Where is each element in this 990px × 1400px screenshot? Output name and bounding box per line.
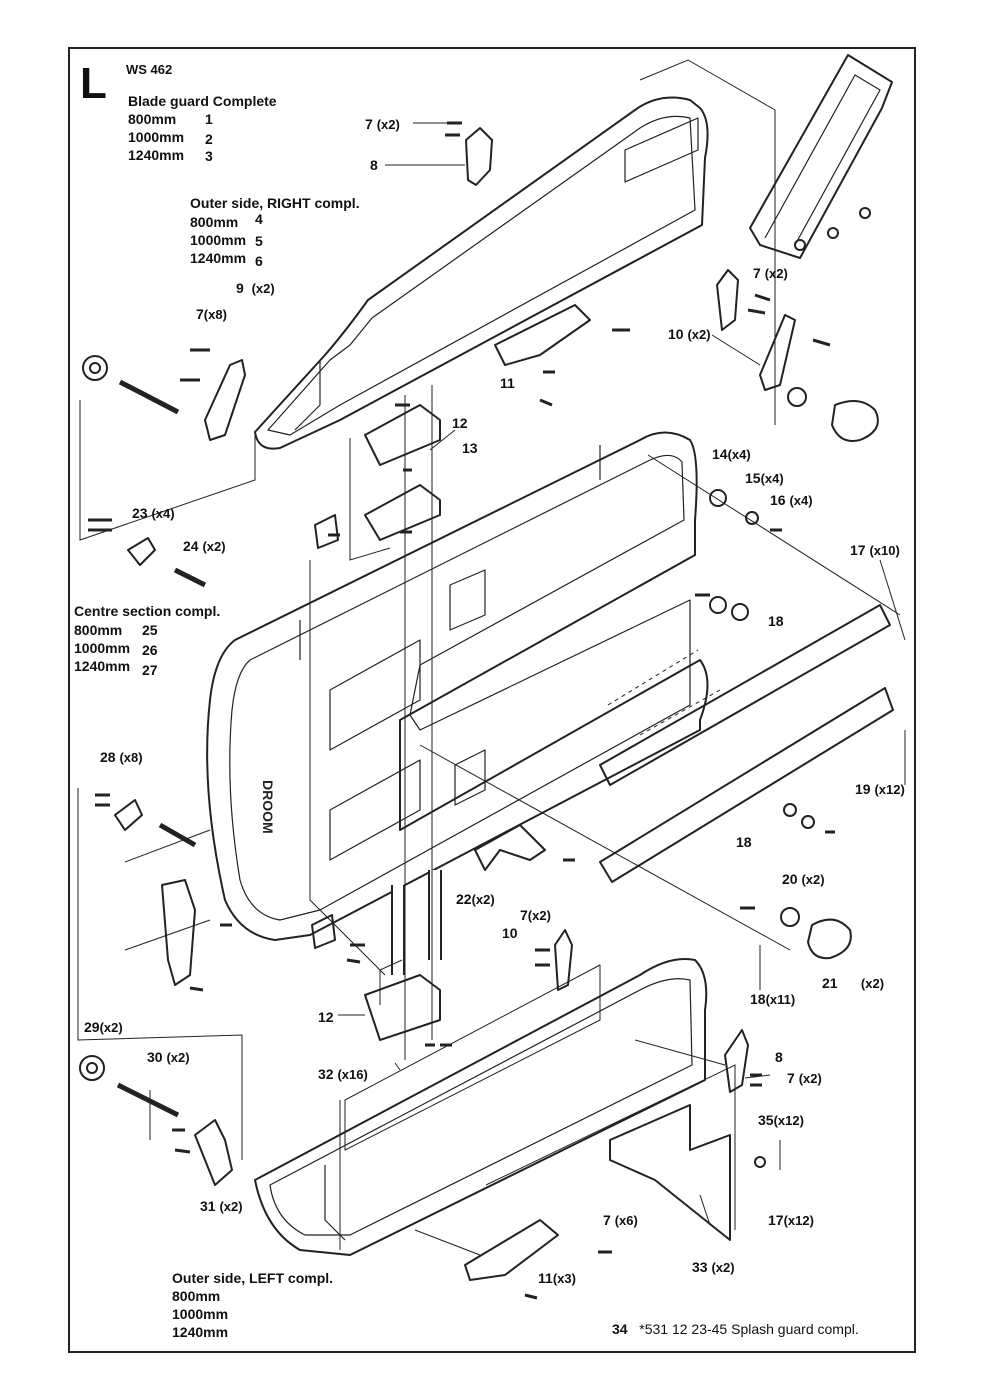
blade-guard-num-1240: 3 <box>205 148 213 164</box>
callout-18-upper: 18 <box>768 613 784 629</box>
blade-guard-size-1000: 1000mm <box>128 129 185 145</box>
callout-20: 20 (x2) <box>782 871 825 887</box>
handle-11-upper <box>494 304 591 366</box>
callout-8-top: 8 <box>370 157 378 173</box>
callout-30: 30 (x2) <box>147 1049 190 1065</box>
flange-23 <box>127 537 156 566</box>
callout-31: 31 (x2) <box>200 1198 243 1214</box>
callout-10-x2: 10 (x2) <box>668 326 711 342</box>
outer-right-title: Outer side, RIGHT compl. <box>190 195 360 211</box>
callout-12-lower: 12 <box>318 1009 334 1025</box>
callout-13: 13 <box>462 440 478 456</box>
callout-23: 23 (x4) <box>132 505 175 521</box>
callout-11: 11 <box>500 375 515 391</box>
outer-right-size-1000: 1000mm <box>190 232 247 248</box>
outer-left-title: Outer side, LEFT compl. <box>172 1270 334 1286</box>
centre-num-800: 25 <box>142 622 158 638</box>
callout-7-x8: 7(x8) <box>196 306 227 322</box>
outer-left-size-800: 800mm <box>172 1288 221 1304</box>
callout-35: 35(x12) <box>758 1112 804 1128</box>
clamp-mid <box>474 824 546 871</box>
bracket-31 <box>194 1119 233 1186</box>
page-letter: L <box>80 59 107 108</box>
centre-num-1240: 27 <box>142 662 158 678</box>
clamp-13 <box>364 484 441 541</box>
clamp-12-upper <box>364 404 441 466</box>
callout-7-right: 7 (x2) <box>753 265 788 281</box>
outer-right-num-1000: 5 <box>255 233 263 249</box>
callout-19: 19 (x12) <box>855 781 905 797</box>
callout-12-upper: 12 <box>452 415 468 431</box>
centre-title: Centre section compl. <box>74 603 221 619</box>
wheel-29-upper <box>82 355 108 381</box>
plate-18-lower <box>599 687 894 883</box>
splash-guard-number: 34 <box>612 1321 628 1337</box>
centre-num-1000: 26 <box>142 642 158 658</box>
clamp-12-lower <box>364 974 441 1041</box>
callout-21: 21 (x2) <box>822 975 885 991</box>
knob-21-upper <box>831 400 879 442</box>
splash-guard-upper <box>749 54 893 259</box>
splash-guard-note: 34 *531 12 23-45 Splash guard compl. <box>612 1321 859 1337</box>
handle-11-lower <box>464 1219 559 1281</box>
blade-guard-body <box>254 96 709 450</box>
callout-16: 16 (x4) <box>770 492 813 508</box>
bracket-10-lower <box>554 929 573 991</box>
bracket-8-lower <box>724 1029 749 1093</box>
bracket-8-upper <box>465 127 493 186</box>
splash-guard-text: *531 12 23-45 Splash guard compl. <box>639 1321 859 1337</box>
callout-7-mid: 7(x2) <box>520 907 551 923</box>
callout-28: 28 (x8) <box>100 749 143 765</box>
splash-guard-lower <box>609 1104 731 1241</box>
outer-side-left-body <box>254 958 708 1256</box>
knob-21-lower <box>807 918 852 960</box>
callout-7-x6: 7 (x6) <box>603 1212 638 1228</box>
bracket-mid-left <box>161 879 196 986</box>
plate-left-upper <box>314 514 339 549</box>
outer-right-num-1240: 6 <box>255 253 263 269</box>
callout-17-x12: 17(x12) <box>768 1212 814 1228</box>
bracket-10-upper <box>716 269 739 331</box>
droom-side-text: DROOM <box>260 780 276 834</box>
callout-8-lower: 8 <box>775 1049 783 1065</box>
plate-left-lower <box>311 914 336 949</box>
blade-guard-size-1240: 1240mm <box>128 147 185 163</box>
outer-right-size-800: 800mm <box>190 214 239 230</box>
blade-guard-size-800: 800mm <box>128 111 177 127</box>
centre-section-body <box>206 431 709 941</box>
diagram-frame <box>68 47 916 1353</box>
centre-size-1240: 1240mm <box>74 658 131 674</box>
callout-10-lower: 10 <box>502 925 518 941</box>
plate-18-upper <box>599 604 891 786</box>
outer-left-size-1000: 1000mm <box>172 1306 229 1322</box>
callout-7-lower-right: 7 (x2) <box>787 1070 822 1086</box>
callout-29: 29(x2) <box>84 1019 123 1035</box>
blade-guard-num-1000: 2 <box>205 131 213 147</box>
callout-17-x10: 17 (x10) <box>850 542 900 558</box>
flange-28 <box>114 799 143 831</box>
callout-14: 14(x4) <box>712 446 751 462</box>
centre-size-1000: 1000mm <box>74 640 131 656</box>
callout-32: 32 (x16) <box>318 1066 368 1082</box>
outer-right-num-800: 4 <box>255 211 263 227</box>
callout-9: 9 (x2) <box>236 280 275 296</box>
outer-left-size-1240: 1240mm <box>172 1324 229 1340</box>
callout-24: 24 (x2) <box>183 538 226 554</box>
blade-guard-num-800: 1 <box>205 111 213 127</box>
callout-33: 33 (x2) <box>692 1259 735 1275</box>
callout-15: 15(x4) <box>745 470 784 486</box>
outer-right-size-1240: 1240mm <box>190 250 247 266</box>
callout-7-top: 7 (x2) <box>365 116 400 132</box>
callout-22: 22(x2) <box>456 891 495 907</box>
wheel-29-lower <box>79 1055 105 1081</box>
blade-guard-title: Blade guard Complete <box>128 93 277 109</box>
model-name: WS 462 <box>126 62 173 77</box>
callout-18-x11: 18(x11) <box>750 991 796 1007</box>
bracket-10b <box>759 314 796 391</box>
bracket-9 <box>204 359 246 441</box>
centre-size-800: 800mm <box>74 622 123 638</box>
callout-18-lower: 18 <box>736 834 752 850</box>
callout-11-x3: 11(x3) <box>538 1270 576 1286</box>
